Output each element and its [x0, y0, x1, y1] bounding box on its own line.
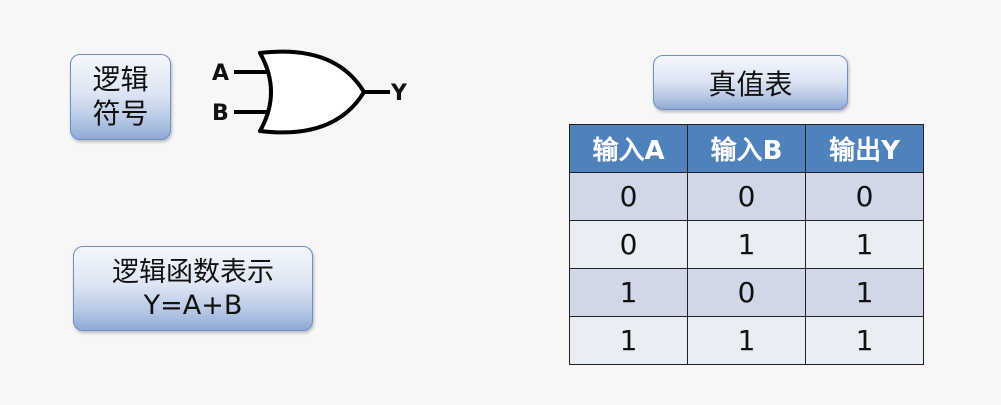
or-gate-diagram: A B Y [212, 49, 408, 135]
truth-table-title-box: 真值表 [653, 55, 848, 110]
table-cell: 0 [687, 172, 806, 221]
table-cell: 0 [569, 172, 688, 221]
table-cell: 1 [805, 316, 924, 365]
truth-table-title: 真值表 [708, 67, 793, 101]
logic-function-box: 逻辑函数表示 Y=A+B [73, 246, 313, 331]
header-input-b: 输入B [687, 124, 806, 173]
logic-symbol-label-line2: 符号 [92, 97, 149, 130]
table-row: 0 0 0 [569, 172, 924, 221]
table-cell: 0 [687, 268, 806, 317]
truth-table: 输入A 输入B 输出Y 0 0 0 0 1 1 1 0 1 1 1 1 [569, 124, 924, 365]
logic-symbol-label-box: 逻辑 符号 [70, 54, 171, 140]
table-cell: 1 [687, 316, 806, 365]
logic-symbol-label-line1: 逻辑 [92, 63, 149, 96]
header-output-y: 输出Y [805, 124, 924, 173]
header-input-a: 输入A [569, 124, 688, 173]
table-cell: 1 [805, 220, 924, 269]
table-cell: 1 [805, 268, 924, 317]
table-cell: 1 [569, 316, 688, 365]
output-label: Y [390, 81, 408, 106]
table-cell: 0 [805, 172, 924, 221]
table-cell: 1 [687, 220, 806, 269]
logic-function-expression: Y=A+B [143, 289, 243, 321]
table-row: 0 1 1 [569, 220, 924, 269]
logic-function-title: 逻辑函数表示 [112, 256, 274, 288]
input-a-label: A [212, 61, 229, 86]
table-row: 1 0 1 [569, 268, 924, 317]
table-cell: 0 [569, 220, 688, 269]
table-row: 1 1 1 [569, 316, 924, 365]
table-cell: 1 [569, 268, 688, 317]
or-gate-body [258, 49, 366, 135]
input-b-label: B [212, 101, 229, 126]
truth-table-header-row: 输入A 输入B 输出Y [569, 124, 924, 173]
